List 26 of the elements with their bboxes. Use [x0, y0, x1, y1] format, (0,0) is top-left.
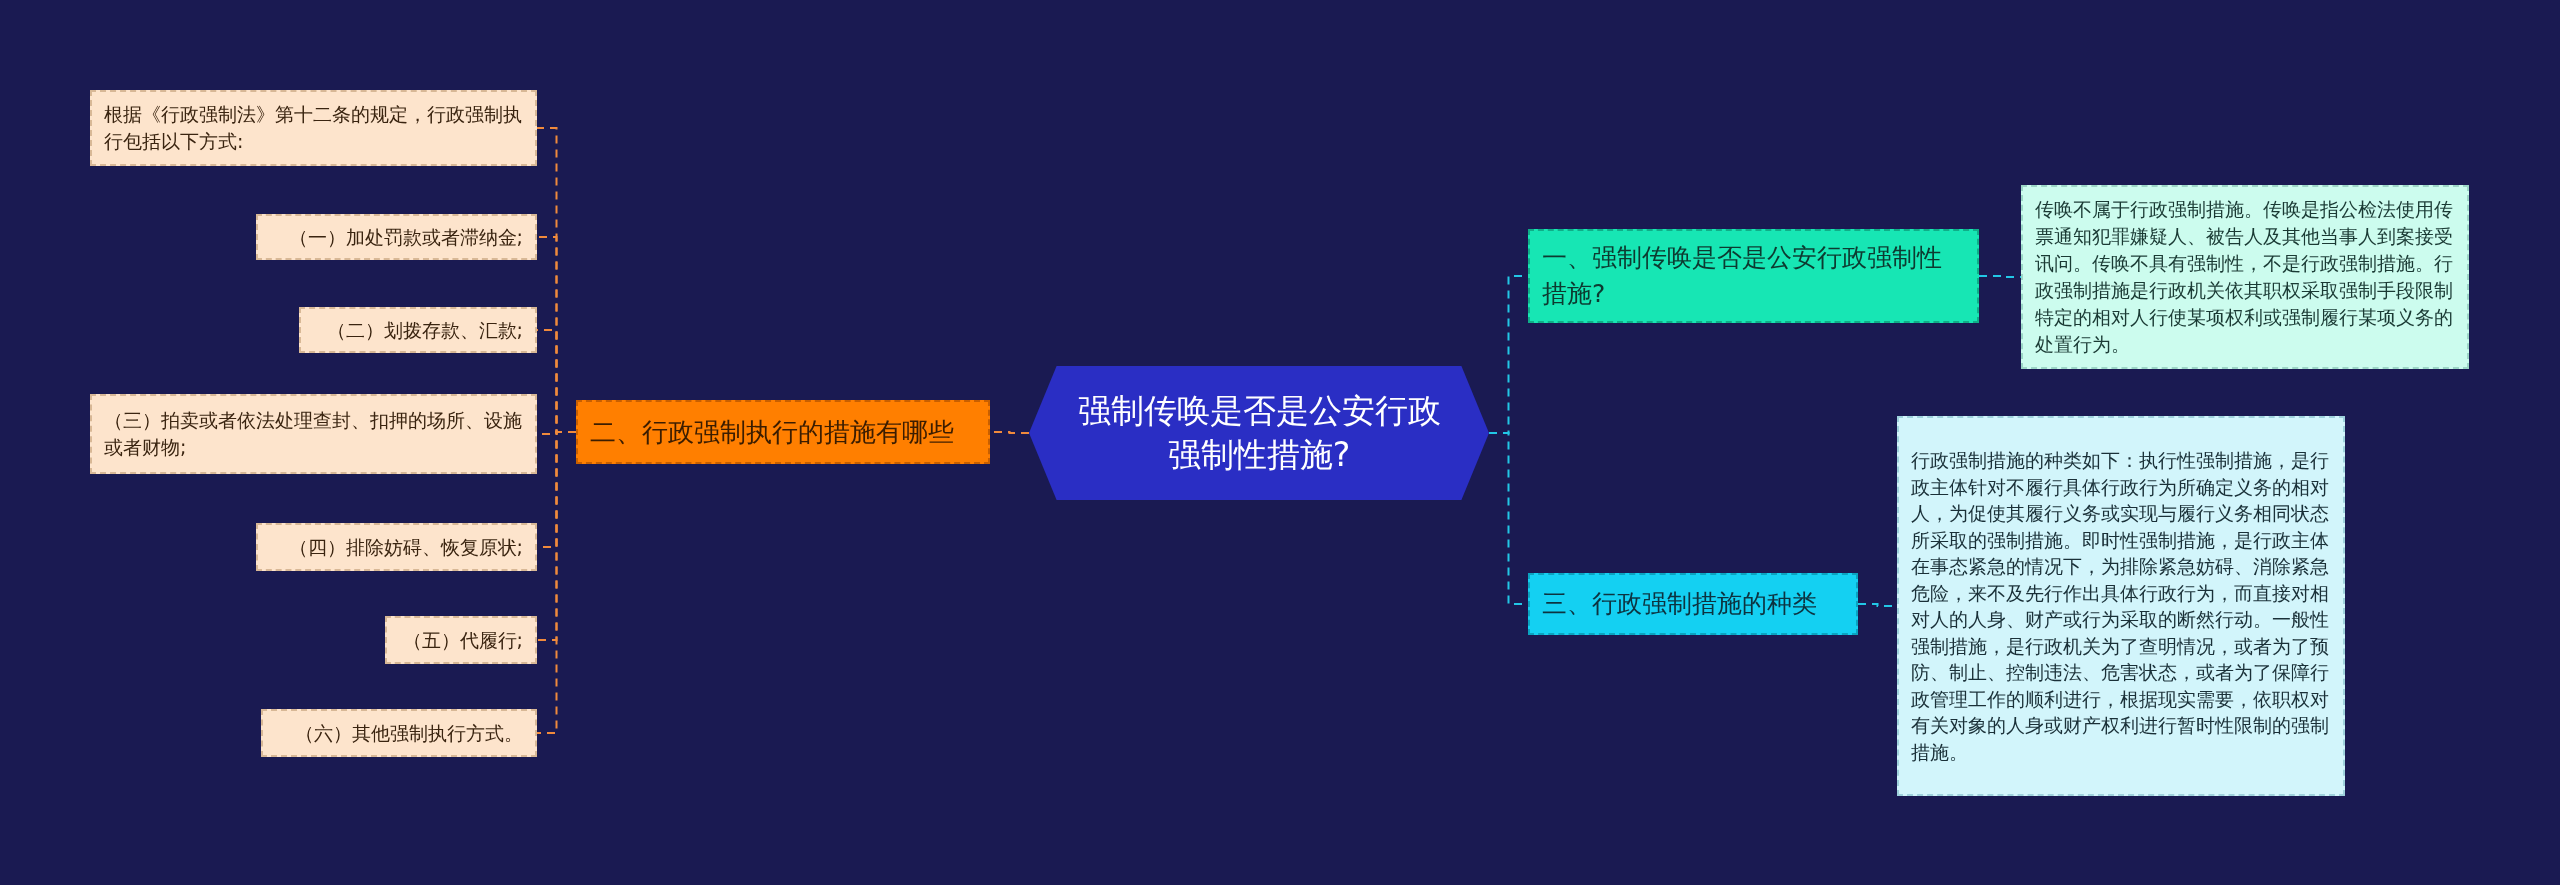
node-text: （五）代履行;	[402, 627, 523, 653]
node-text: （一）加处罚款或者滞纳金;	[288, 224, 523, 250]
node-text: 行政强制措施的种类如下：执行性强制措施，是行政主体针对不履行具体行政行为所确定义务的相对人，为促使其履行义务或实现与履行义务相同状态所采取的强制措施。即时性强制措施，是行政主体在事态紧急的情况下，为排除紧急妨碍、消除紧急危险，来不及先行作出具体行政行为，而直接对相对人的人身、财产或行为采取的断然行动。一般性强制措施，是行政机关为了查明情况，或者为了预防、制止、控制违法、危害状态，或者为了保障行政管理工作的顺利进行，根据现实需要，依职权对有关对象的人身或财产权利进行暂时性限制的强制措施。	[1911, 448, 2330, 765]
subtopic-box	[90, 394, 537, 474]
subtopic-box	[1897, 416, 2345, 796]
node-text: 强制传唤是否是公安行政强制性措施?	[1076, 390, 1442, 476]
subtopic-box	[299, 307, 537, 353]
node-text: （二）划拨存款、汇款;	[326, 317, 523, 343]
subtopic-box	[256, 523, 537, 571]
node-text: （四）排除妨碍、恢复原状;	[288, 534, 523, 560]
subtopic-box	[261, 709, 537, 757]
node-text: 根据《行政强制法》第十二条的规定，行政强制执行包括以下方式:	[104, 102, 523, 154]
subtopic-box	[256, 214, 537, 260]
topic-box	[1528, 229, 1979, 323]
connector-line	[536, 431, 577, 734]
node-text: （六）其他强制执行方式。	[295, 720, 523, 746]
subtopic-box	[385, 616, 537, 664]
subtopic-box	[90, 90, 537, 166]
node-text: 二、行政强制执行的措施有哪些	[590, 415, 955, 449]
node-text: （三）拍卖或者依法处理查封、扣押的场所、设施或者财物;	[104, 408, 523, 460]
topic-box	[1528, 573, 1858, 635]
node-text: 传唤不属于行政强制措施。传唤是指公检法使用传票通知犯罪嫌疑人、被告人及其他当事人到案接受讯问。传唤不具有强制性，不是行政强制措施。行政强制措施是行政机关依其职权采取强制手段限制特定的相对人行使某项权利或强制履行某项义务的处置行为。	[2035, 197, 2454, 357]
subtopic-box	[2021, 185, 2469, 369]
node-text: 一、强制传唤是否是公安行政强制性措施?	[1542, 242, 1943, 310]
node-text: 三、行政强制措施的种类	[1542, 588, 1818, 621]
topic-box	[576, 400, 990, 464]
